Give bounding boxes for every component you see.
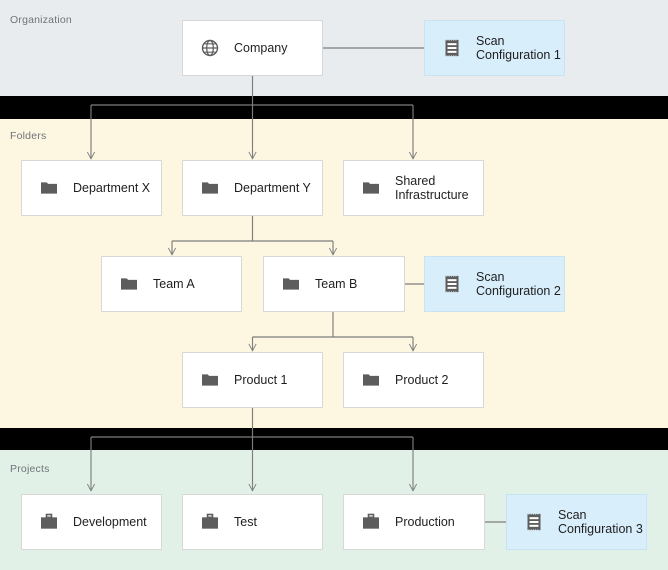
folder-icon: [363, 374, 379, 386]
band-label-projects: Projects: [10, 463, 50, 475]
node-shared-infrastructure[interactable]: Shared Infrastructure: [343, 160, 484, 216]
folder-icon: [283, 278, 299, 290]
folder-icon: [121, 278, 137, 290]
node-label: Product 1: [234, 372, 288, 387]
briefcase-icon: [41, 513, 57, 529]
node-label: Department Y: [234, 180, 311, 195]
globe-icon: [201, 39, 219, 57]
folder-icon: [202, 374, 218, 386]
folder-icon: [202, 182, 218, 194]
node-department-y[interactable]: Department Y: [182, 160, 323, 216]
band-label-organization: Organization: [10, 14, 72, 26]
receipt-icon: [445, 39, 459, 57]
folder-icon: [41, 182, 57, 194]
node-label: Company: [234, 40, 288, 55]
node-label: Scan Configuration 2: [476, 269, 561, 299]
node-scan-configuration-3[interactable]: Scan Configuration 3: [506, 494, 647, 550]
node-test[interactable]: Test: [182, 494, 323, 550]
node-label: Team B: [315, 276, 358, 291]
node-label: Team A: [153, 276, 195, 291]
node-product-1[interactable]: Product 1: [182, 352, 323, 408]
node-label: Scan Configuration 3: [558, 507, 643, 537]
node-scan-configuration-1[interactable]: Scan Configuration 1: [424, 20, 565, 76]
node-development[interactable]: Development: [21, 494, 162, 550]
node-product-2[interactable]: Product 2: [343, 352, 484, 408]
node-department-x[interactable]: Department X: [21, 160, 162, 216]
node-label: Department X: [73, 180, 151, 195]
band-label-folders: Folders: [10, 130, 47, 142]
node-label: Test: [234, 514, 257, 529]
briefcase-icon: [202, 513, 218, 529]
band-organization: [0, 0, 668, 96]
node-label: Scan Configuration 1: [476, 33, 561, 63]
node-label: Product 2: [395, 372, 449, 387]
briefcase-icon: [363, 513, 379, 529]
receipt-icon: [527, 513, 541, 531]
node-label: Production: [395, 514, 455, 529]
node-scan-configuration-2[interactable]: Scan Configuration 2: [424, 256, 565, 312]
node-label: Shared Infrastructure: [395, 173, 469, 203]
node-production[interactable]: Production: [343, 494, 485, 550]
node-team-b[interactable]: Team B: [263, 256, 405, 312]
node-label: Development: [73, 514, 147, 529]
node-team-a[interactable]: Team A: [101, 256, 242, 312]
node-company[interactable]: Company: [182, 20, 323, 76]
folder-icon: [363, 182, 379, 194]
receipt-icon: [445, 275, 459, 293]
